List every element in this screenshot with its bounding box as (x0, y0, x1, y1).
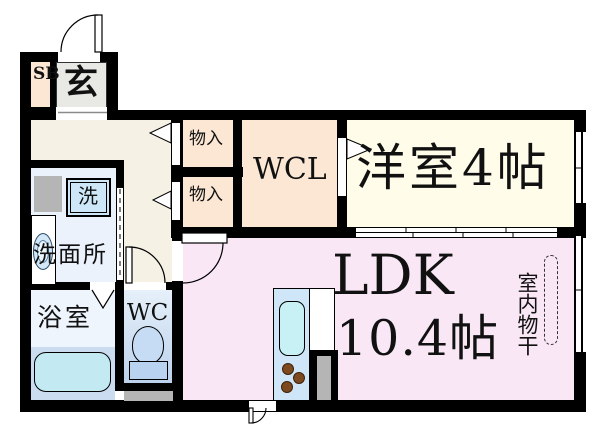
stove-burner-3 (281, 381, 293, 393)
pipe-space-washroom (34, 176, 62, 212)
wcl-door (337, 137, 347, 197)
room-storage-lower (182, 177, 233, 227)
wall-left (20, 52, 31, 412)
label-storage-lower: 物入 (189, 185, 223, 205)
label-toilet: WC (127, 300, 169, 326)
storage-upper-door (171, 122, 181, 166)
window-ldk (574, 236, 583, 352)
wc-door-opening (128, 282, 166, 290)
bathroom-door-opening (90, 282, 115, 290)
label-indoor-drying: 室内物干 (515, 272, 540, 356)
toilet-bowl (132, 326, 164, 364)
label-western-room: 洋室4帖 (356, 139, 550, 197)
label-wcl: WCL (253, 152, 327, 187)
pipe-space-wc (124, 391, 173, 401)
indoor-drying-rail (544, 255, 558, 345)
wall-entrance-right (107, 52, 118, 120)
ldk-door-opening (172, 240, 183, 282)
refrigerator-nook (317, 356, 331, 400)
wash-basin-inner (37, 240, 49, 263)
washing-machine-inner (70, 182, 107, 213)
bathtub (34, 352, 111, 392)
wall-under-closets (171, 227, 358, 238)
label-storage-upper: 物入 (189, 129, 223, 149)
washroom-sliding-door (116, 188, 124, 280)
stove-burner-1 (282, 363, 294, 375)
label-ldk-size: 10.4帖 (336, 310, 500, 367)
washing-machine (66, 178, 111, 217)
wall-partition-right-end (558, 227, 586, 238)
wall-wc-bottom (116, 383, 183, 391)
wall-washroom-top (24, 160, 124, 168)
partition-western-ldk (355, 227, 558, 238)
entrance-door-arc (60, 14, 99, 53)
wall-below-sb (20, 107, 56, 120)
room-ldk (183, 238, 574, 400)
wall-entrance-top-left (20, 52, 58, 62)
kitchen-counter-end (309, 288, 335, 352)
entrance-step (56, 107, 107, 120)
room-corridor (124, 160, 172, 282)
label-washer: 洗 (78, 184, 98, 208)
label-bathroom: 浴室 (37, 303, 94, 332)
toilet-tank (129, 361, 168, 380)
kitchen-sink (279, 301, 305, 356)
wall-bottom (20, 400, 586, 412)
label-entrance: 玄 (64, 63, 98, 103)
wall-ldk-west (172, 227, 183, 402)
service-door-opening (249, 401, 276, 411)
wall-washroom-bath (20, 282, 90, 290)
entrance-door-leaf (94, 14, 103, 53)
room-storage-upper (182, 120, 233, 167)
wall-storage-wcl (233, 110, 242, 237)
room-hall (31, 120, 172, 162)
room-shoebox (31, 62, 50, 107)
storage-lower-door (171, 181, 181, 221)
window-western-room (574, 132, 583, 203)
wall-sb-divider (50, 62, 56, 108)
wall-right-lower (574, 352, 586, 412)
room-western (347, 120, 574, 227)
wall-storage-divider (171, 167, 243, 177)
wall-right-upper (574, 110, 586, 132)
label-shoebox: SB (33, 64, 60, 84)
stove-burner-2 (293, 372, 305, 384)
label-washroom: 洗面所 (33, 242, 108, 268)
room-wcl (242, 120, 337, 227)
wall-bath-wc (115, 282, 124, 391)
label-ldk-name: LDK (332, 243, 454, 307)
